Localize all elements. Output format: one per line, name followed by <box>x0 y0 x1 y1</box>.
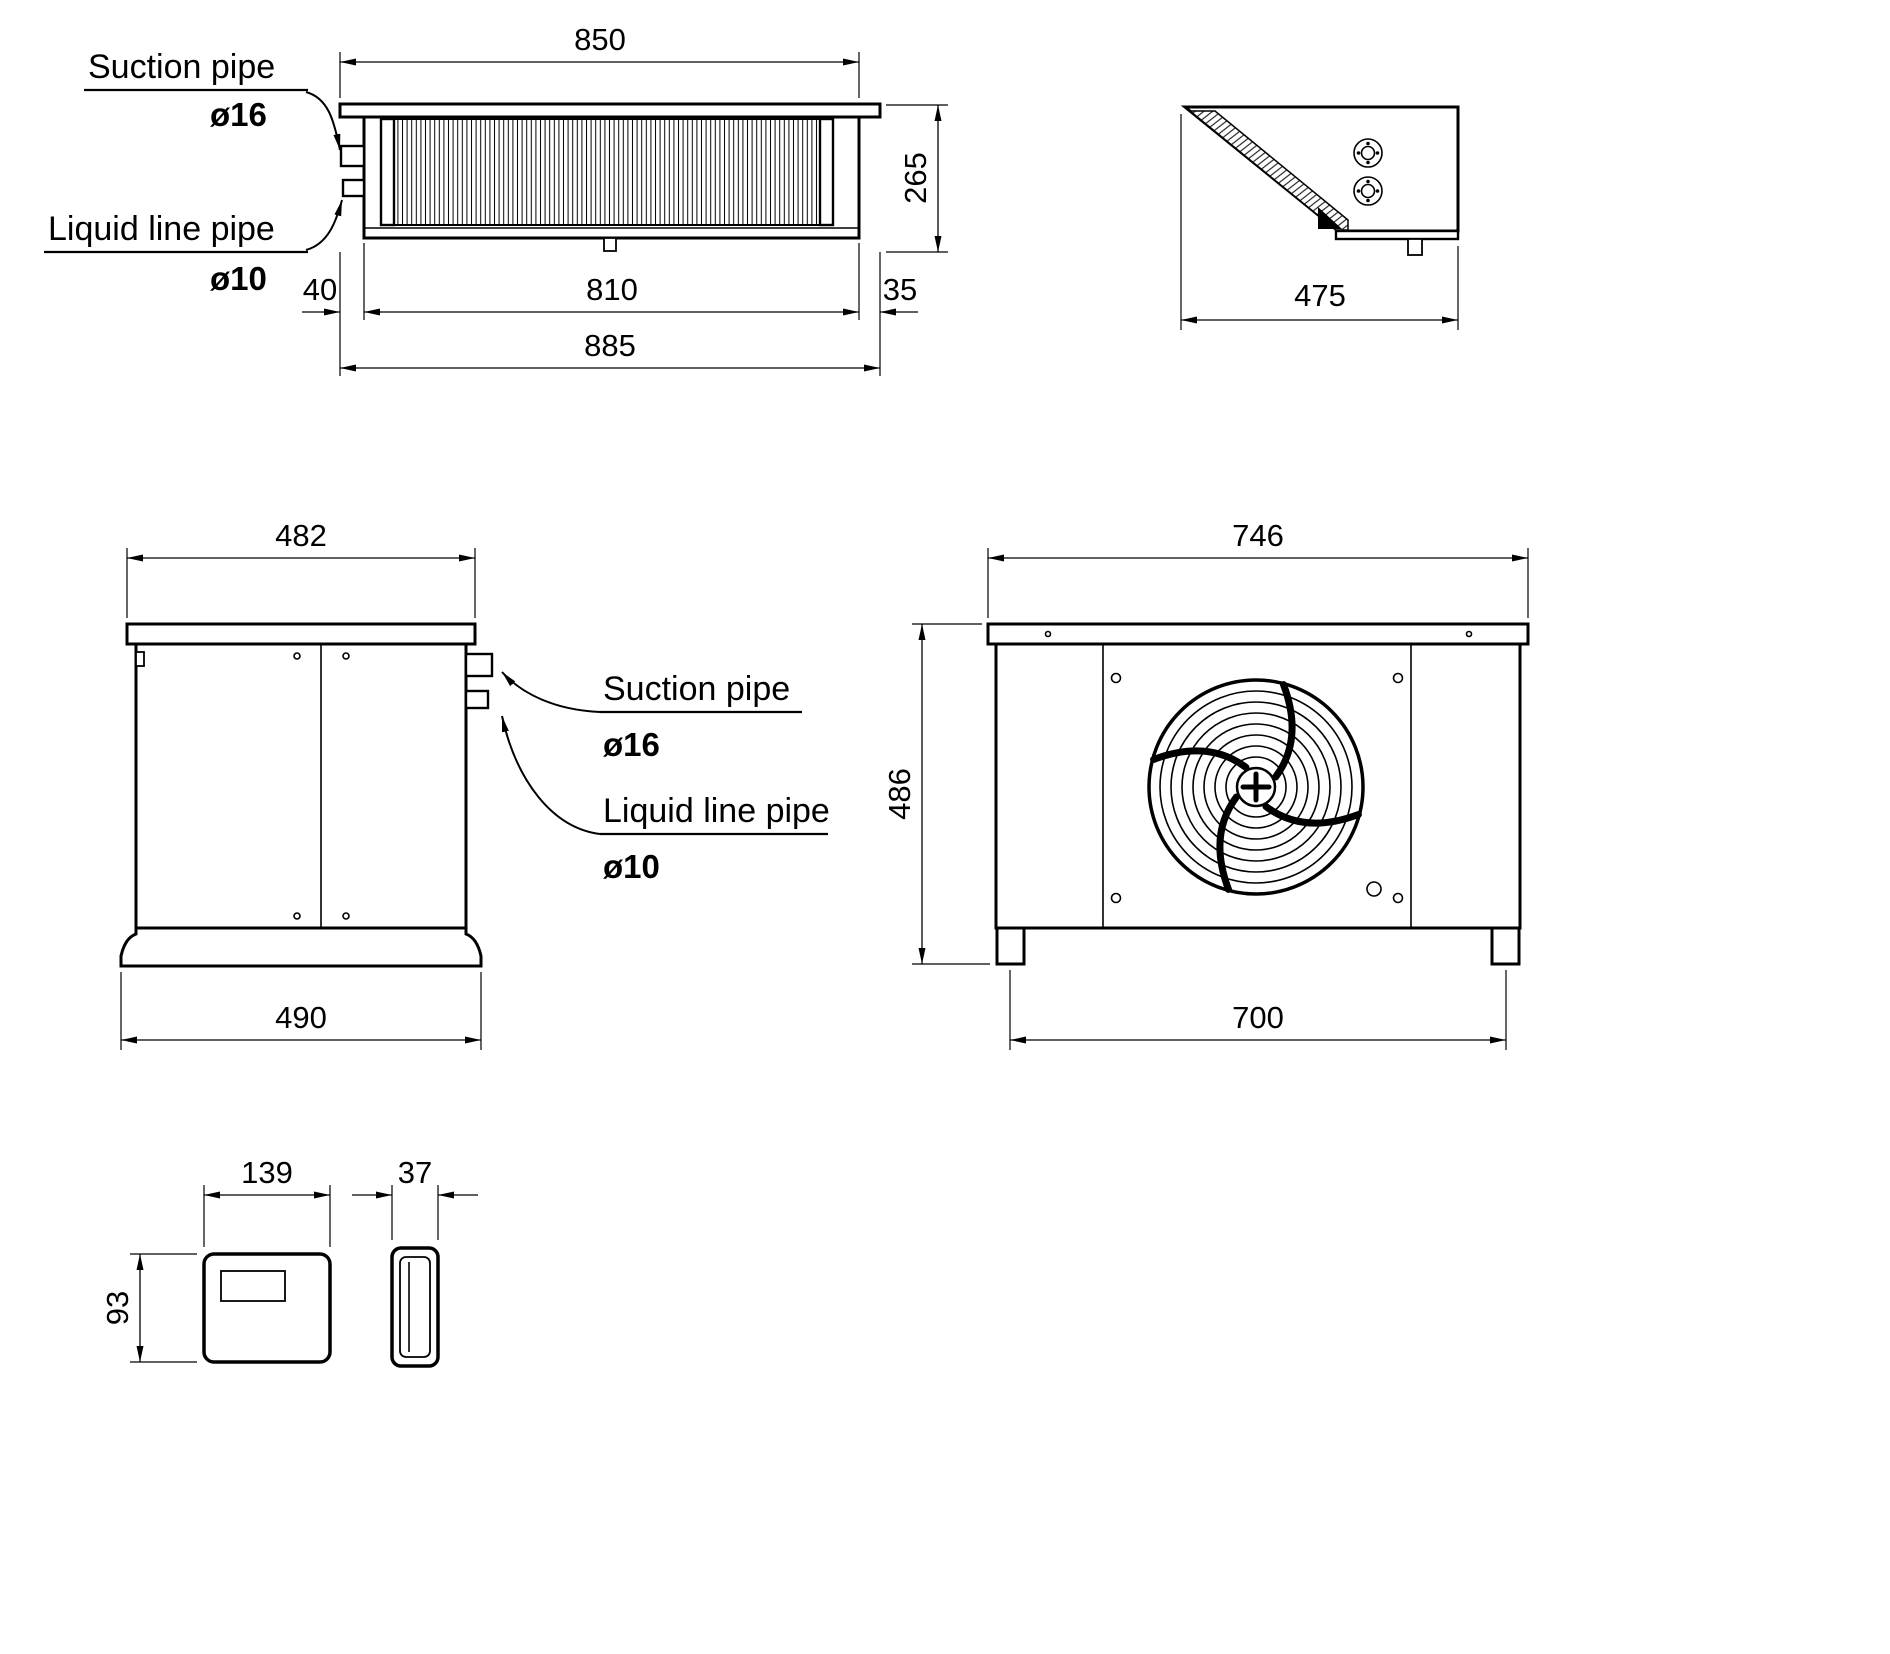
panel-screw <box>1110 672 1122 684</box>
foot-right <box>1490 926 1521 966</box>
liquid-pipe-label: Liquid line pipe <box>48 210 275 248</box>
side-flange <box>125 622 477 646</box>
coil-fins <box>393 118 821 226</box>
coil-endplate-left <box>379 117 396 227</box>
dim-486: 486 <box>882 768 917 820</box>
controller-side-inner <box>399 1256 431 1358</box>
liquid-diameter-label: ø10 <box>210 260 267 297</box>
wedge-base-bar <box>1334 229 1460 241</box>
suction-diameter-label: ø16 <box>210 96 267 133</box>
dim-40: 40 <box>303 272 337 307</box>
liquid-diameter-label-2: ø10 <box>603 848 660 885</box>
wedge-dark-triangle <box>1318 207 1342 229</box>
hinge-notch <box>135 651 145 667</box>
screw <box>342 652 350 660</box>
dim-35: 35 <box>883 272 917 307</box>
unit-side-outline <box>119 622 494 968</box>
dim-93: 93 <box>100 1291 135 1325</box>
dim-490: 490 <box>275 1000 327 1035</box>
side-body <box>134 642 468 930</box>
view-controller-side: 37 <box>352 1155 478 1368</box>
panel-screw <box>1392 892 1404 904</box>
suction-pipe-label: Suction pipe <box>88 48 275 86</box>
flange-screw <box>1465 630 1473 638</box>
controller-side-body <box>390 1246 440 1368</box>
motor-symbol-1 <box>1353 138 1383 168</box>
liquid-pipe-stub-side <box>464 689 490 710</box>
pipe-labels-top-view: Suction pipe ø16 Liquid line pipe ø10 <box>44 48 343 297</box>
top-flange <box>338 102 882 119</box>
panel-screw <box>1110 892 1122 904</box>
suction-leader-arrow-2 <box>501 671 601 713</box>
dim-810: 810 <box>586 272 638 307</box>
liquid-leader-arrow <box>305 199 343 251</box>
liquid-leader-arrow-2 <box>501 715 601 835</box>
view-side: 482 490 Suction pipe ø16 Liquid line pip… <box>119 518 830 1050</box>
suction-pipe-label-2: Suction pipe <box>603 670 790 708</box>
view-top: 850 265 40 810 35 885 Suction pipe ø16 <box>44 22 948 376</box>
unit-top-outline <box>338 102 882 252</box>
panel-screw <box>1392 672 1404 684</box>
dim-746: 746 <box>1232 518 1284 553</box>
dimensions-top-view: 850 265 40 810 35 885 <box>302 22 948 376</box>
grille-arm <box>1216 793 1240 893</box>
dim-885: 885 <box>584 328 636 363</box>
dim-139: 139 <box>241 1155 293 1190</box>
suction-diameter-label-2: ø16 <box>603 726 660 763</box>
dim-850: 850 <box>574 22 626 57</box>
fan-grille-rim <box>1147 678 1365 896</box>
foot-left <box>995 926 1026 966</box>
flange-screw <box>1044 630 1052 638</box>
wedge-tab <box>1407 238 1423 256</box>
suction-leader-arrow <box>305 91 341 151</box>
dim-37: 37 <box>398 1155 432 1190</box>
dim-475: 475 <box>1294 278 1346 313</box>
dimensions-front-view: 746 486 700 <box>882 518 1529 1050</box>
liquid-pipe-stub <box>341 178 366 198</box>
dim-482: 482 <box>275 518 327 553</box>
dimensions-side-view: 482 490 <box>120 518 482 1050</box>
coil-endplate-right <box>818 117 835 227</box>
dimensions-controller-front: 139 93 <box>100 1155 331 1363</box>
side-base-tray <box>119 926 483 968</box>
dim-700: 700 <box>1232 1000 1284 1035</box>
screw <box>293 912 301 920</box>
liquid-pipe-label-2: Liquid line pipe <box>603 792 830 830</box>
view-wedge: 475 <box>1180 105 1460 330</box>
grille-arm <box>1262 803 1362 827</box>
dim-265: 265 <box>898 152 933 204</box>
screw <box>342 912 350 920</box>
drain-hole <box>1366 881 1382 897</box>
fan-grille <box>1147 678 1365 896</box>
grille-arm <box>1150 747 1250 771</box>
dimensions-controller-side: 37 <box>352 1155 478 1240</box>
motor-symbol-2 <box>1353 176 1383 206</box>
front-flange <box>986 622 1530 646</box>
dimensions-wedge-view: 475 <box>1180 114 1459 330</box>
view-controller-front: 139 93 <box>100 1155 332 1364</box>
pipe-labels-side-view: Suction pipe ø16 Liquid line pipe ø10 <box>501 670 830 885</box>
screw <box>293 652 301 660</box>
controller-display <box>220 1270 286 1302</box>
grille-arm <box>1272 681 1296 781</box>
drain-tab <box>603 237 617 252</box>
wedge-coil-band <box>1187 110 1349 231</box>
view-front: 746 486 700 <box>882 518 1530 1050</box>
suction-pipe-stub <box>339 144 366 168</box>
suction-pipe-stub-side <box>464 652 494 678</box>
